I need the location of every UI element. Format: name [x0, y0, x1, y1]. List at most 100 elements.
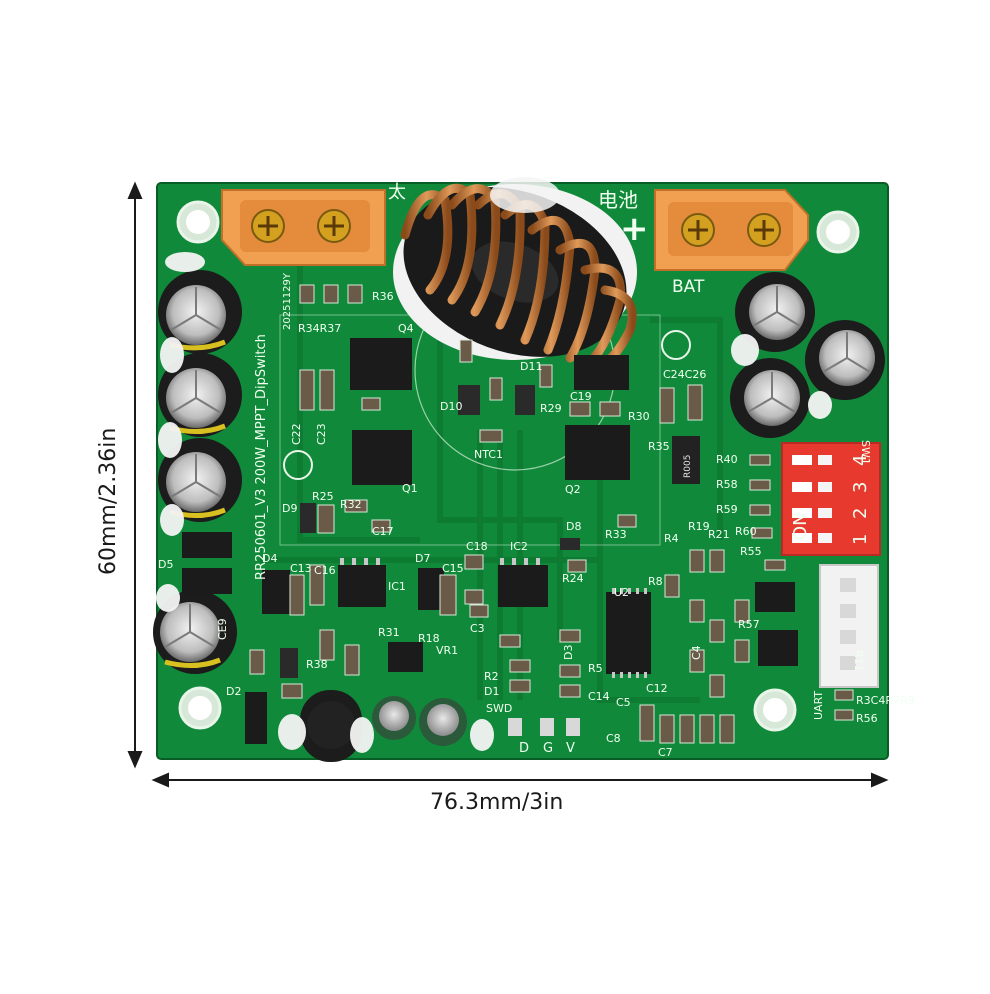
ref-label: C12: [646, 682, 668, 695]
ref-label: R8: [648, 575, 663, 588]
swd-pads: [508, 718, 580, 736]
swd-pin-d: D: [519, 741, 529, 756]
ref-label: D11: [520, 360, 542, 373]
ref-label: C8: [606, 732, 621, 745]
ref-label: R34R37: [298, 322, 341, 335]
ref-label: R55: [740, 545, 762, 558]
ref-label: R25: [312, 490, 334, 503]
ref-label: R3C4R7R9: [856, 694, 915, 707]
ref-label: R57: [738, 618, 760, 631]
capacitors-right: [730, 272, 885, 438]
ref-label: D5: [158, 558, 173, 571]
ref-label: D7: [415, 552, 430, 565]
dip-number-2: 2: [850, 508, 871, 519]
ref-label: D10: [440, 400, 462, 413]
height-dimension-label: 60mm/2.36in: [96, 427, 121, 575]
dip-number-1: 1: [850, 534, 871, 545]
ref-label: R19: [688, 520, 710, 533]
r005-label: R005: [683, 455, 693, 478]
ref-label: D9: [282, 502, 297, 515]
ref-label: C22: [290, 423, 303, 445]
capacitors-small: [300, 690, 467, 762]
ref-label: R11: [852, 650, 865, 672]
component-refs: R34R37 R36 Q4 Q1 Q2 D10 D11 R29 C19 C24C…: [158, 290, 915, 759]
ref-label: R38: [306, 658, 328, 671]
ref-label: R5: [588, 662, 603, 675]
dip-number-4: 4: [850, 455, 871, 466]
ref-label: IC1: [388, 580, 406, 593]
ref-label: C15: [442, 562, 464, 575]
bat-label: BAT: [672, 277, 705, 297]
ref-label: C24C26: [663, 368, 706, 381]
ref-label: R31: [378, 626, 400, 639]
ref-label: R2: [484, 670, 499, 683]
diodes: [280, 385, 580, 678]
glue-blobs: [156, 252, 832, 753]
ref-label: R32: [340, 498, 362, 511]
ref-label: R36: [372, 290, 394, 303]
battery-cn-label: 电池: [598, 188, 638, 212]
ref-label: C3: [470, 622, 485, 635]
ref-label: R29: [540, 402, 562, 415]
ref-label: IC2: [510, 540, 528, 553]
ref-label: R60: [735, 525, 757, 538]
ref-label: D2: [226, 685, 241, 698]
ref-label: Q1: [402, 482, 418, 495]
on-label: ON: [790, 512, 811, 540]
dip-number-3: 3: [850, 482, 871, 493]
swd-pin-v: V: [566, 741, 575, 756]
ref-label: C4: [690, 645, 703, 660]
ic-chips: [182, 338, 798, 744]
plus-label: +: [620, 209, 649, 249]
mounting-holes: [176, 200, 860, 732]
ref-label: D1: [484, 685, 499, 698]
battery-connector: [654, 189, 809, 271]
date-code-label: 20251129Y: [282, 272, 293, 330]
ref-label: R35: [648, 440, 670, 453]
width-dimension-label: 76.3mm/3in: [430, 790, 564, 815]
ref-label: C13: [290, 562, 312, 575]
ref-label: R40: [716, 453, 738, 466]
sw1-label: SW1: [859, 440, 872, 465]
silkscreen-text: RR250601_V3 200W_MPPT_DipSwitch 20251129…: [254, 182, 872, 756]
ref-label: CE9: [216, 618, 229, 640]
ref-label: U2: [614, 586, 629, 599]
solar-connector: [221, 189, 386, 266]
ref-label: R56: [856, 712, 878, 725]
ref-label: C18: [466, 540, 488, 553]
ref-label: R24: [562, 572, 584, 585]
capacitors-left: [153, 270, 242, 674]
board-name-label: RR250601_V3 200W_MPPT_DipSwitch: [254, 334, 269, 580]
ref-label: D4: [262, 552, 277, 565]
swd-pin-g: G: [543, 741, 553, 756]
ref-label: C14: [588, 690, 610, 703]
smd-components: [249, 284, 854, 744]
ref-label: C5: [616, 696, 631, 709]
rotated-refs: C22 C23 D3 C4 R11 CE9: [216, 423, 865, 671]
ref-label: C19: [570, 390, 592, 403]
solar-cn-label: 太: [388, 182, 406, 203]
ref-label: C23: [315, 423, 328, 445]
ref-label: C16: [314, 564, 336, 577]
ic-pins: [340, 558, 647, 678]
ref-label: C7: [658, 746, 673, 759]
ref-label: R21: [708, 528, 730, 541]
ref-label: D3: [562, 645, 575, 660]
ref-label: R4: [664, 532, 679, 545]
ref-label: R18: [418, 632, 440, 645]
ref-label: VR1: [436, 644, 458, 657]
swd-label: SWD: [486, 702, 512, 715]
dip-switch: [781, 442, 881, 556]
ref-label: Q2: [565, 483, 581, 496]
ref-label: R59: [716, 503, 738, 516]
ref-label: Q4: [398, 322, 414, 335]
ref-label: R30: [628, 410, 650, 423]
ref-label: C17: [372, 525, 394, 538]
uart-label: UART: [812, 691, 825, 720]
uart-header: [819, 564, 879, 688]
ref-label: R33: [605, 528, 627, 541]
ref-label: D8: [566, 520, 581, 533]
dimension-arrows: [127, 181, 889, 788]
